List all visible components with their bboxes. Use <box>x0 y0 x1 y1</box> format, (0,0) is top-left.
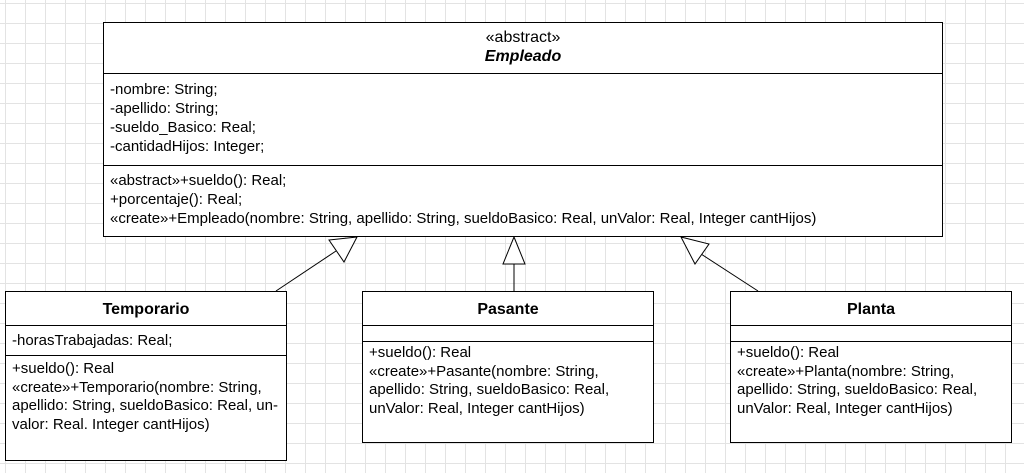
class-name: Temporario <box>102 301 190 318</box>
operation: +porcentaje(): Real; <box>110 191 243 208</box>
attribute: -apellido: String; <box>110 100 219 117</box>
class-name: Pasante <box>477 301 539 318</box>
attributes-compartment <box>363 326 653 342</box>
class-planta[interactable]: Planta +sueldo(): Real «create»+Planta(n… <box>730 291 1012 443</box>
class-header: «abstract» Empleado <box>104 23 942 74</box>
attributes-compartment: -horasTrabajadas: Real; <box>6 326 286 356</box>
operations-compartment: +sueldo(): Real «create»+Pasante(nombre:… <box>363 342 653 418</box>
operation: «create»+Planta(nombre: String, apellido… <box>737 362 978 417</box>
class-header: Pasante <box>363 292 653 326</box>
class-name: Empleado <box>484 48 562 65</box>
class-name: Planta <box>846 301 895 318</box>
class-header: Temporario <box>6 292 286 326</box>
generalization-line-planta[interactable] <box>700 253 759 292</box>
generalization-arrowhead-temporario <box>328 236 358 263</box>
operation: «create»+Empleado(nombre: String, apelli… <box>110 210 817 227</box>
attribute: -horasTrabajadas: Real; <box>12 332 173 349</box>
operations-compartment: +sueldo(): Real «create»+Planta(nombre: … <box>731 342 1011 418</box>
generalization-arrowhead-pasante <box>502 235 526 265</box>
operation: «abstract»+sueldo(): Real; <box>110 172 287 189</box>
class-pasante[interactable]: Pasante +sueldo(): Real «create»+Pasante… <box>362 291 654 443</box>
attributes-compartment <box>731 326 1011 342</box>
operations-compartment: +sueldo(): Real «create»+Temporario(nomb… <box>6 356 286 434</box>
operation: +sueldo(): Real <box>369 344 472 361</box>
attribute: -cantidadHijos: Integer; <box>110 138 265 155</box>
attributes-compartment: -nombre: String; -apellido: String; -sue… <box>104 74 942 166</box>
attribute: -nombre: String; <box>110 81 218 98</box>
generalization-line-temporario[interactable] <box>275 250 337 292</box>
class-temporario[interactable]: Temporario -horasTrabajadas: Real; +suel… <box>5 291 287 461</box>
operation: +sueldo(): Real <box>737 344 840 361</box>
class-stereotype: «abstract» <box>485 29 561 46</box>
class-empleado[interactable]: «abstract» Empleado -nombre: String; -ap… <box>103 22 943 237</box>
operation: «create»+Pasante(nombre: String, apellid… <box>369 362 610 417</box>
class-header: Planta <box>731 292 1011 326</box>
operations-compartment: «abstract»+sueldo(): Real; +porcentaje()… <box>104 166 942 228</box>
operation: +sueldo(): Real <box>12 360 115 377</box>
attribute: -sueldo_Basico: Real; <box>110 119 256 136</box>
operation: «create»+Temporario(nombre: String, apel… <box>12 378 278 433</box>
generalization-arrowhead-planta <box>680 236 710 265</box>
